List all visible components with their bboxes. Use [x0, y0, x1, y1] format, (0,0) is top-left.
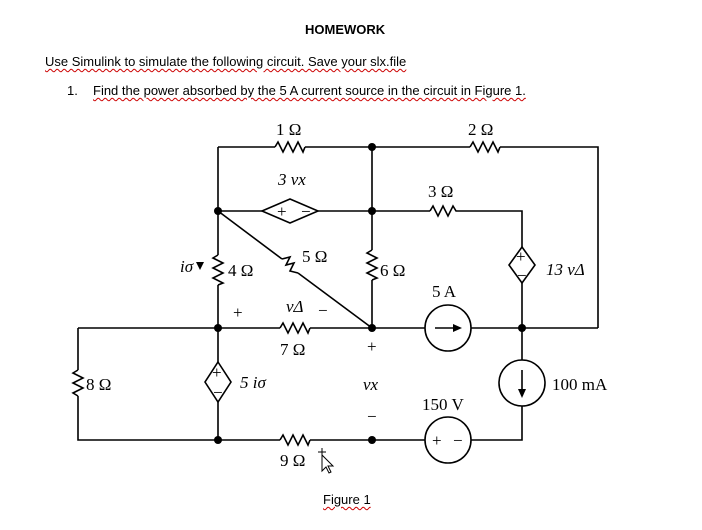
vdelta-minus: − [318, 301, 328, 320]
3vx-minus: − [301, 202, 311, 221]
label-1ohm: 1 Ω [276, 120, 301, 139]
current-source-100ma [498, 359, 546, 407]
150v-minus: − [453, 431, 463, 450]
13vdelta-plus: + [516, 247, 526, 266]
label-isigma: iσ [180, 257, 194, 276]
arrow-right-icon [453, 324, 462, 332]
current-source-5a [424, 304, 472, 352]
task-text: Find the power absorbed by the 5 A curre… [93, 83, 526, 98]
voltage-source-150v [424, 416, 472, 464]
label-3ohm: 3 Ω [428, 182, 453, 201]
3vx-plus: + [277, 202, 287, 221]
vdelta-plus: + [233, 303, 243, 322]
resistors [71, 140, 501, 447]
arrow-down-icon [196, 262, 204, 270]
label-5a: 5 A [432, 282, 457, 301]
13vdelta-minus: − [517, 266, 527, 285]
5isigma-plus: + [212, 363, 222, 382]
label-150v: 150 V [422, 395, 464, 414]
resistor-5ohm [281, 255, 299, 274]
resistor-8ohm [71, 369, 85, 397]
label-8ohm: 8 Ω [86, 375, 111, 394]
wires [77, 146, 599, 441]
resistor-4ohm [211, 254, 225, 286]
dependent-voltage-source-5isigma [204, 360, 232, 404]
vx-minus: − [367, 407, 377, 426]
5isigma-minus: − [213, 383, 223, 402]
label-3vx: 3 vx [277, 170, 306, 189]
resistor-3ohm [429, 204, 458, 218]
resistor-6ohm [365, 249, 379, 281]
vx-plus: + [367, 337, 377, 356]
label-6ohm: 6 Ω [380, 261, 405, 280]
label-4ohm: 4 Ω [228, 261, 253, 280]
arrow-down-icon [518, 389, 526, 398]
label-5isigma: 5 iσ [240, 373, 266, 392]
label-9ohm: 9 Ω [280, 451, 305, 470]
page-heading: HOMEWORK [305, 22, 386, 37]
label-vdelta: vΔ [286, 297, 304, 316]
resistor-9ohm [279, 433, 311, 447]
label-100ma: 100 mA [552, 375, 608, 394]
task-number: 1. [67, 83, 78, 98]
label-7ohm: 7 Ω [280, 340, 305, 359]
figure-caption: Figure 1 [323, 492, 371, 507]
dependent-voltage-source-13vdelta [508, 245, 536, 285]
150v-plus: + [432, 431, 442, 450]
nodes [214, 143, 526, 444]
mouse-cursor-icon [318, 448, 335, 474]
label-5ohm: 5 Ω [302, 247, 327, 266]
dependent-voltage-source-3vx [259, 198, 321, 224]
label-2ohm: 2 Ω [468, 120, 493, 139]
resistor-2ohm [469, 140, 501, 154]
instruction-text: Use Simulink to simulate the following c… [45, 54, 407, 69]
label-13vdelta: 13 vΔ [546, 260, 585, 279]
resistor-1ohm [274, 140, 306, 154]
label-vx: vx [363, 375, 379, 394]
resistor-7ohm [279, 321, 311, 335]
